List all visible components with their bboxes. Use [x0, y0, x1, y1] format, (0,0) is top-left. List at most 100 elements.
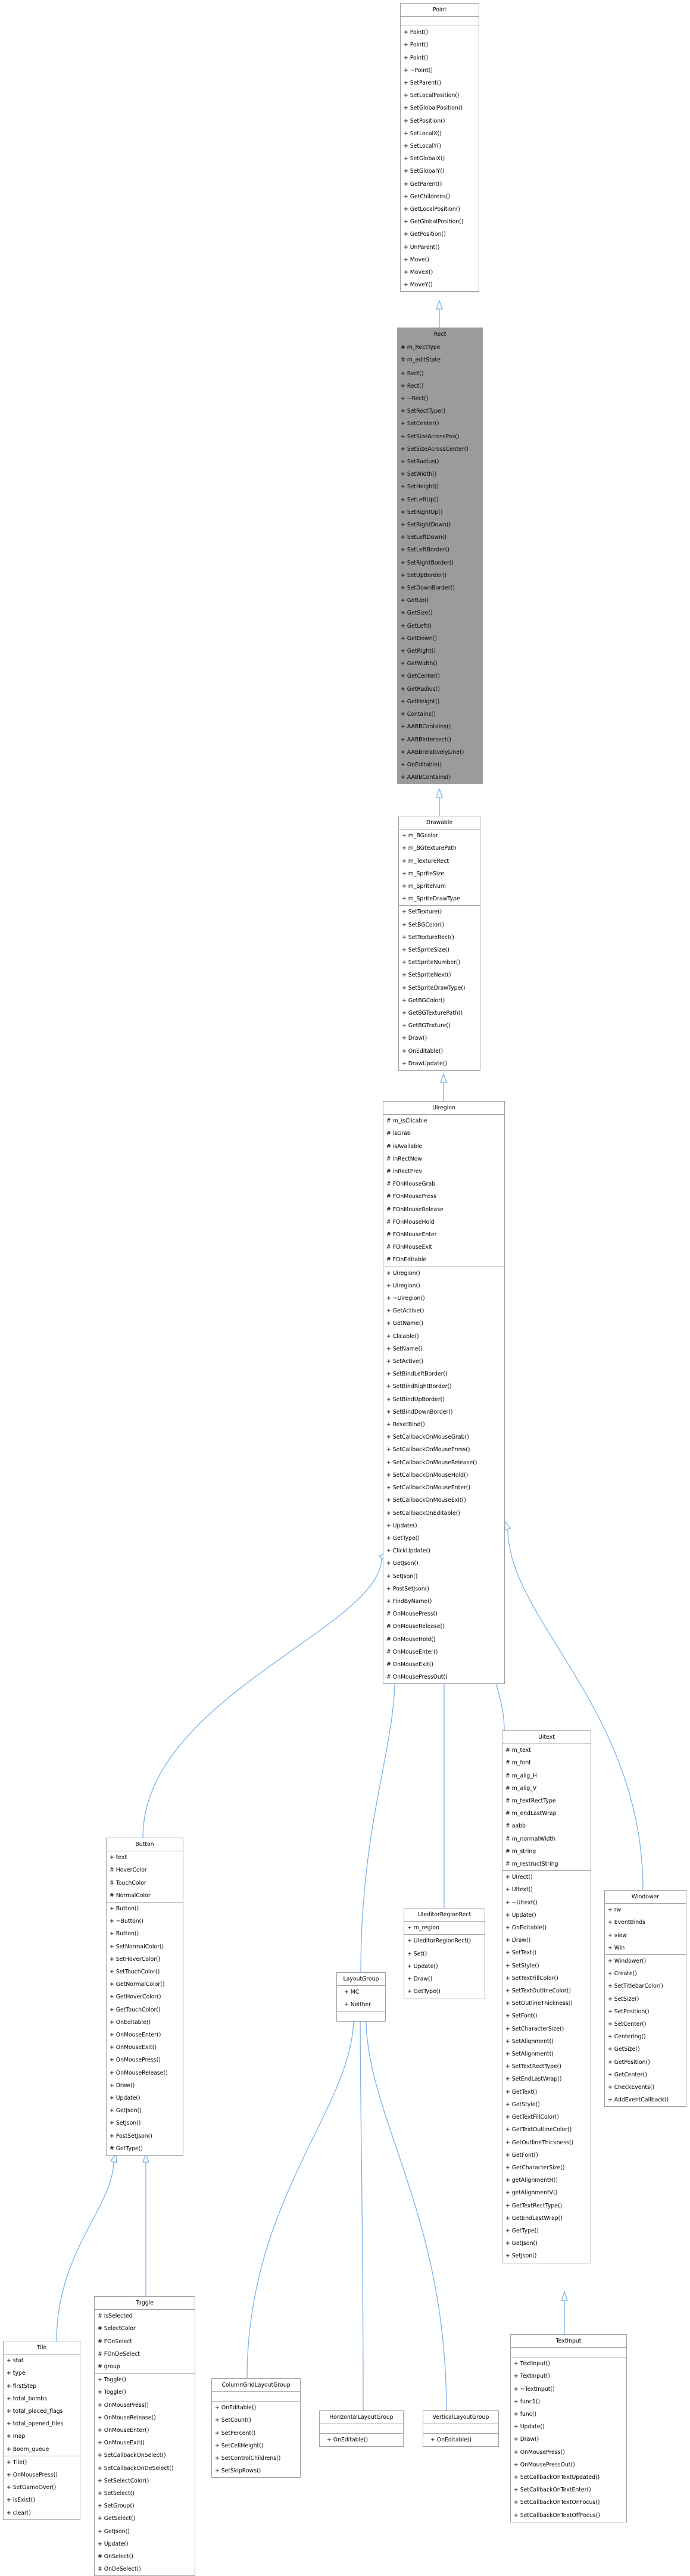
class-uieditorregionrect[interactable]: UIeditorRegionRect + m_region + UIeditor… [404, 1908, 485, 1999]
method: + SetCallbackOnDeSelect() [98, 2465, 174, 2472]
method: + GetType() [386, 1535, 420, 1542]
attribute: # HoverColor [110, 1867, 147, 1874]
attribute: + total_placed_flags [7, 2408, 63, 2415]
method: + AABBrelativelyLine() [401, 749, 464, 756]
class-methods: + TextInput() + TextInput() + ~TextInput… [511, 2357, 626, 2522]
attribute: # FOnMouseExit [386, 1244, 433, 1251]
method: + GetHoverColor() [110, 1994, 161, 2001]
method: + PostSetJson() [386, 1585, 429, 1592]
method: + SetPosition() [608, 2008, 650, 2015]
attribute: + m_region [407, 1925, 439, 1932]
attribute: + m_SpriteDrawType [402, 896, 460, 903]
inheritance-arrowhead [110, 2153, 117, 2163]
method: + Rect() [401, 370, 424, 377]
method: + SetRectType() [401, 408, 446, 415]
method: + SetCenter() [608, 2021, 647, 2028]
method: + AddEventCallback() [608, 2097, 669, 2104]
method: + SetCharacterSize() [505, 2025, 564, 2032]
inheritance-edge [142, 1558, 382, 1838]
method: + Update() [110, 2095, 141, 2102]
class-layoutgroup[interactable]: LayoutGroup + MC + Neither [336, 1972, 386, 2022]
method: + SetCount() [215, 2417, 251, 2424]
method: + GetName() [386, 1320, 423, 1327]
class-title: TextInput [511, 2335, 626, 2349]
attribute: + Neither [344, 2001, 371, 2009]
method: # OnMouseEnter() [386, 1648, 438, 1655]
method: + OnEditable() [505, 1925, 547, 1932]
inheritance-edge [507, 1529, 644, 1891]
attribute: + view [608, 1932, 627, 1939]
method: + Tile() [7, 2459, 27, 2466]
method: + SetBindUpBorder() [386, 1396, 445, 1403]
method: + Move() [404, 256, 429, 263]
attribute: # aabb [505, 1823, 526, 1830]
method: + SetSelect() [98, 2490, 135, 2497]
class-toggle[interactable]: Toggle # isSelected # SelectColor # FOnS… [94, 2296, 195, 2576]
method: + GetCharacterSize() [505, 2164, 565, 2171]
class-rect[interactable]: Rect # m_RectType # m_editState + Rect()… [397, 328, 483, 785]
inheritance-edge [360, 1675, 396, 1973]
method: + SetCallbackOnMouseHold() [386, 1471, 469, 1479]
inheritance-arrowhead [440, 1073, 447, 1083]
method: + PostSetJson() [110, 2132, 152, 2140]
method: + GetBGTexturePath() [402, 1010, 463, 1017]
class-title: ColumnGridLayoutGroup [212, 2379, 300, 2393]
method: + SetCallbackOnMouseExit() [386, 1497, 466, 1504]
attribute: # inRectNow [386, 1155, 422, 1162]
class-drawable[interactable]: Drawable + m_BGcolor + m_BGtexturePath +… [398, 816, 480, 1071]
method: + getAlignmentH() [505, 2177, 558, 2184]
method: + SetBindLeftBorder() [386, 1371, 448, 1378]
method: + UnParent() [404, 244, 440, 251]
method: + SetJson() [505, 2253, 537, 2260]
method: + SetCallbackOnTextUpdated() [514, 2474, 600, 2481]
method: + SetSpriteSize() [402, 947, 449, 954]
class-tile[interactable]: Tile + stat + type + firstStep + total_b… [3, 2341, 80, 2520]
method: + ~TextInput() [514, 2385, 555, 2393]
class-point[interactable]: Point + Point() + Point() + Point() + ~P… [400, 3, 479, 292]
attribute: # m_normalWidth [505, 1835, 556, 1842]
class-windower[interactable]: Windower + rw + EventBinds + view + Win … [604, 1890, 686, 2107]
class-uitext[interactable]: Uitext # m_text # m_font # m_alig_H # m_… [502, 1730, 591, 2263]
class-uiregion[interactable]: Uiregion # m_isClicable # isGrab # isAva… [383, 1101, 505, 1685]
method: + Centering() [608, 2034, 646, 2041]
class-button[interactable]: Button + text # HoverColor # TouchColor … [106, 1838, 183, 2156]
class-textinput[interactable]: TextInput + TextInput() + TextInput() + … [510, 2334, 627, 2522]
class-methods: + OnEditable() [423, 2434, 498, 2446]
class-title: UIeditorRegionRect [404, 1908, 485, 1922]
method: + SetTitlebarColor() [608, 1983, 663, 1990]
method: + SetParent() [404, 80, 442, 87]
class-columngridlayoutgroup[interactable]: ColumnGridLayoutGroup + OnEditable() + S… [211, 2378, 301, 2478]
method: + GetSize() [608, 2046, 640, 2053]
method: + GetSize() [401, 610, 433, 617]
class-verticallayoutgroup[interactable]: VerticalLayoutGroup + OnEditable() [423, 2410, 499, 2447]
inheritance-arrowhead [436, 300, 443, 310]
method: + GetLocalPosition() [404, 206, 460, 213]
method: + getAlignmentV() [505, 2190, 558, 2197]
method: + AABBContains() [401, 774, 451, 781]
method: + SetCallbackOnMouseGrab() [386, 1434, 469, 1441]
class-attributes [320, 2424, 403, 2434]
method: + UIrect() [505, 1874, 533, 1881]
attribute: # TouchColor [110, 1879, 146, 1886]
method: + Button() [110, 1931, 139, 1938]
class-methods: + Uiregion() + Uiregion() + ~Uiregion() … [383, 1267, 504, 1684]
class-methods: + Windower() + Create() + SetTitlebarCol… [605, 1955, 686, 2106]
class-methods: + UIeditorRegionRect() + Set() + Update(… [404, 1935, 485, 1998]
inheritance-edge [56, 2162, 114, 2341]
method: + GetCenter() [608, 2071, 647, 2078]
method: + SetCellHeight() [215, 2442, 264, 2449]
method: + SetJson() [386, 1573, 418, 1580]
attribute: # group [98, 2363, 120, 2371]
method: + OnEditable() [430, 2437, 472, 2444]
method: + OnMousePress() [110, 2057, 161, 2064]
class-title: Drawable [399, 816, 480, 830]
method: + SetSizeAcrossCenter() [401, 445, 469, 453]
method: + GetNormalColor() [110, 1981, 165, 1988]
method: + Button() [110, 1906, 139, 1913]
method: + Windower() [608, 1958, 647, 1965]
method: # OnMousePress() [386, 1611, 438, 1618]
method: + GetTextRectType() [505, 2202, 563, 2209]
method: + UItext() [505, 1886, 533, 1894]
attribute: + total_bombs [7, 2395, 48, 2402]
class-horizontallayoutgroup[interactable]: HorizontalLayoutGroup + OnEditable() [319, 2410, 404, 2447]
